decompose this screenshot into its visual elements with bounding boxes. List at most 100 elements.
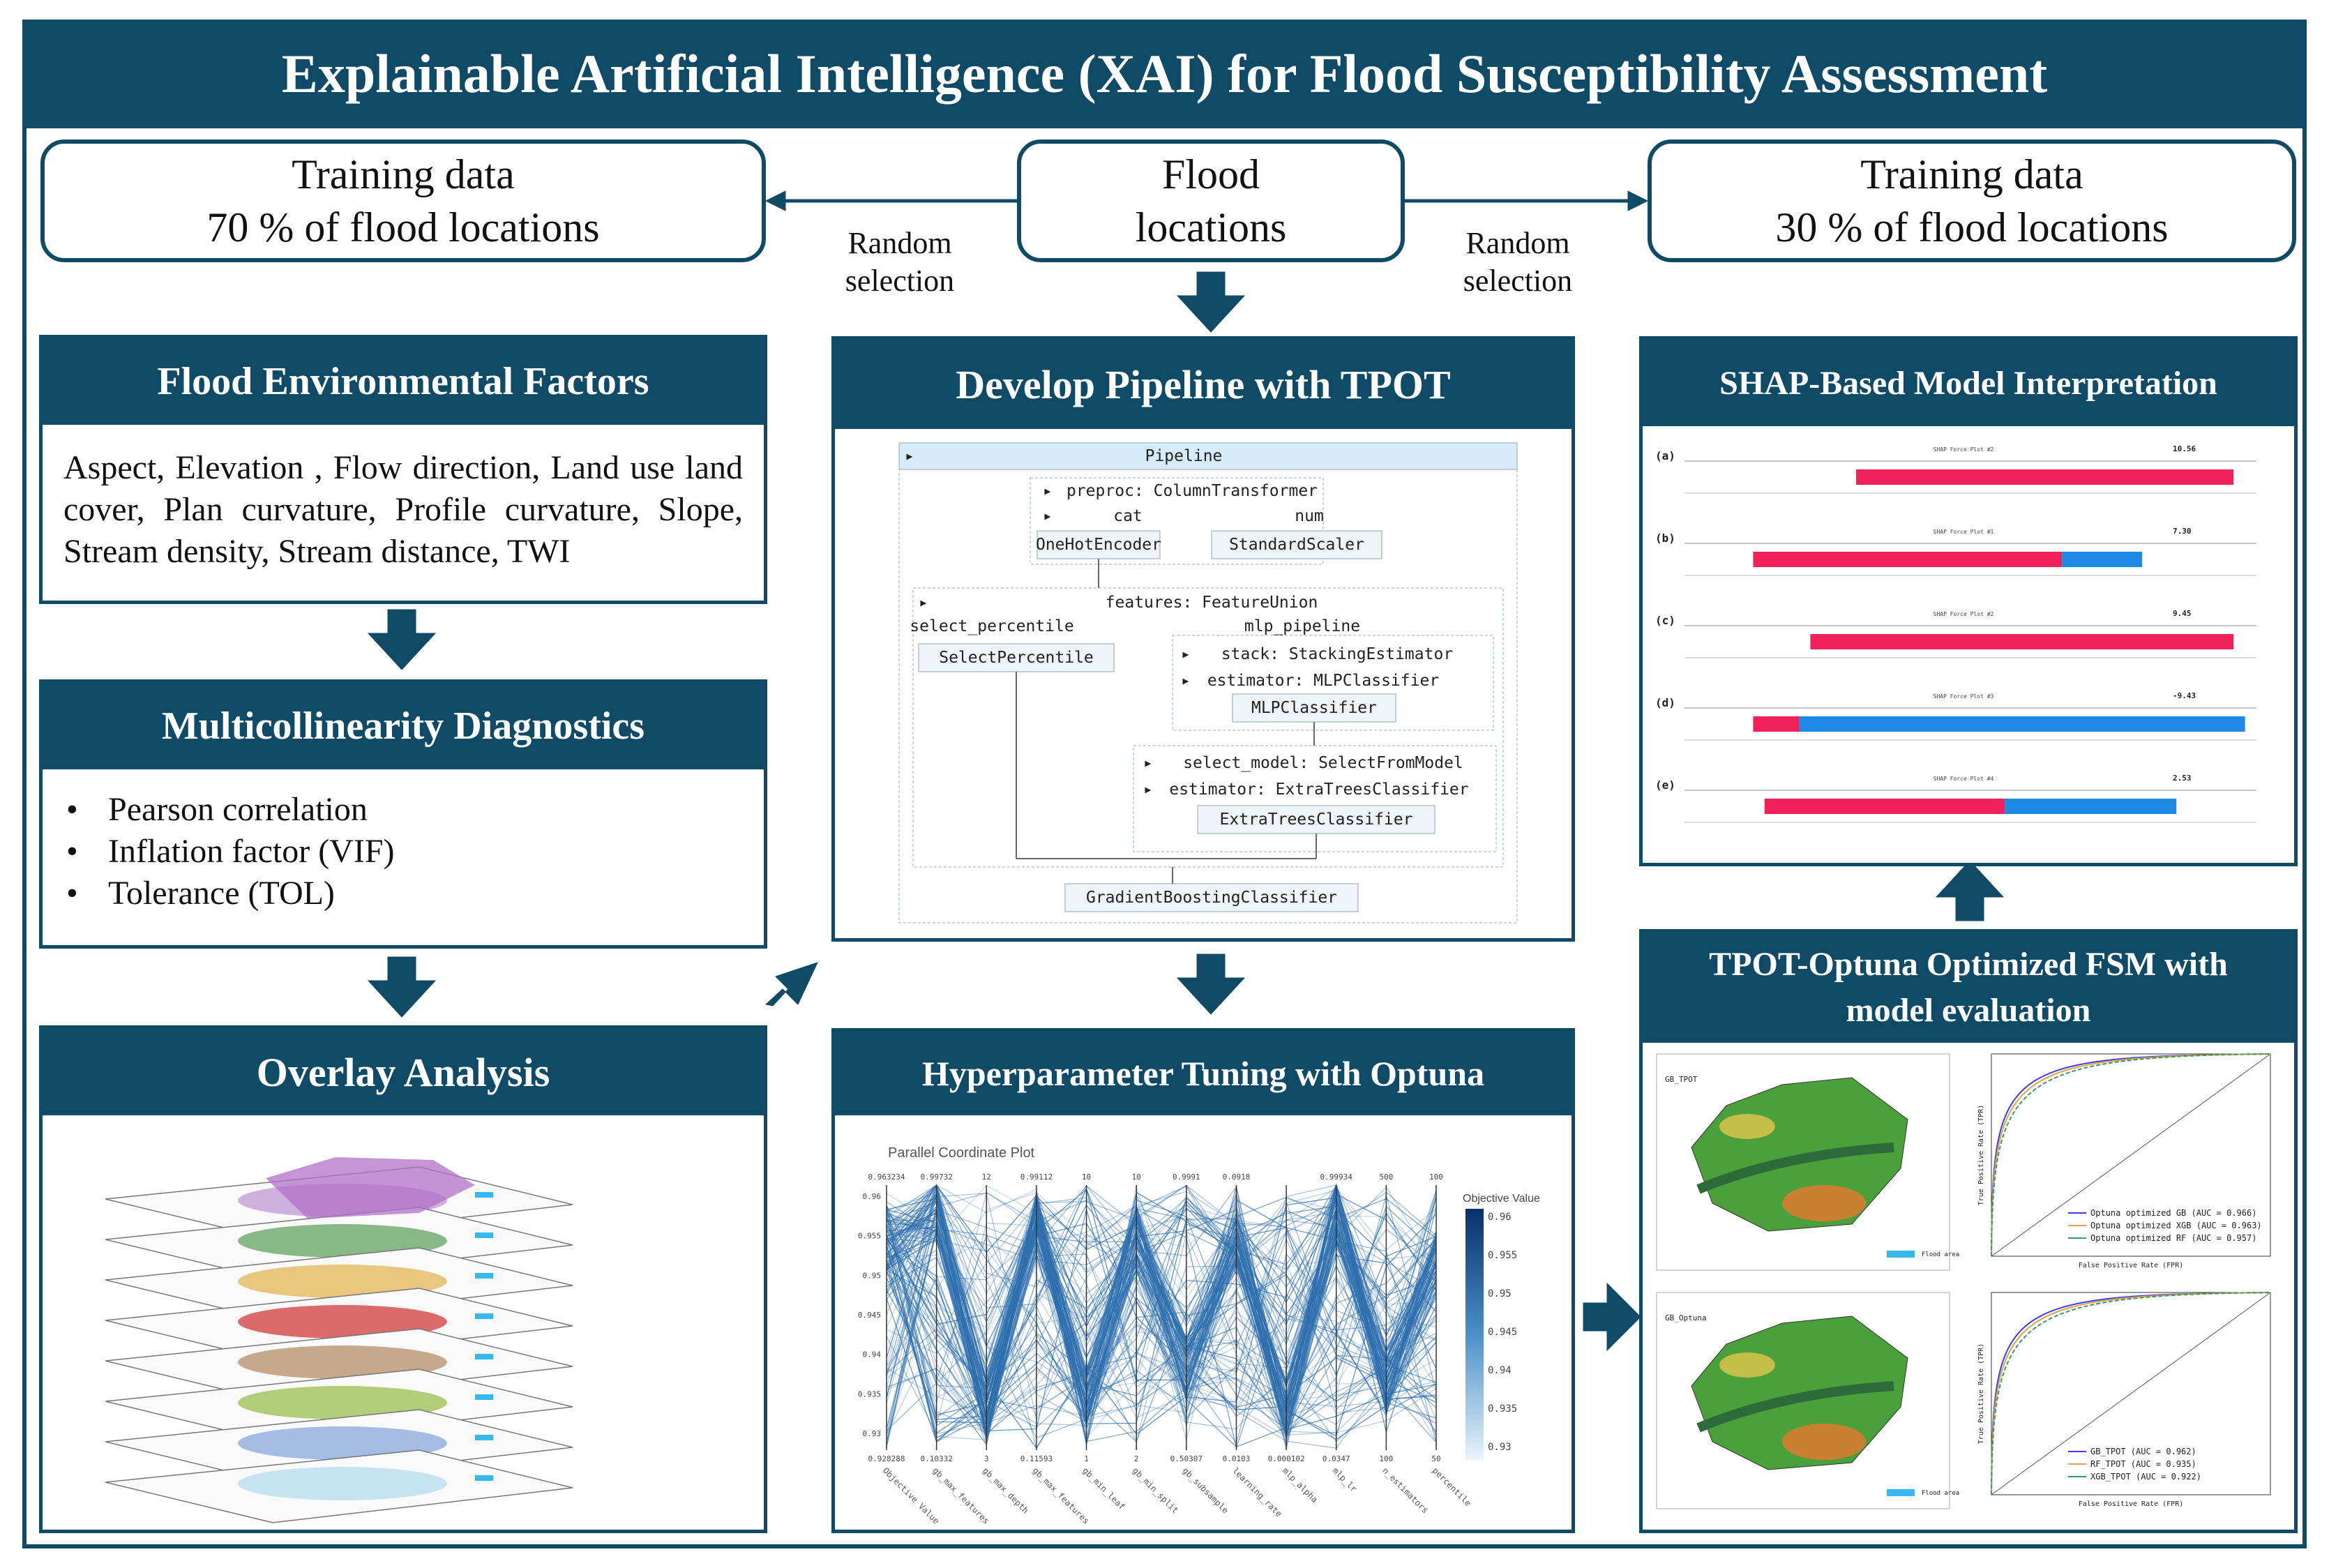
svg-text:▸: ▸ (1043, 482, 1053, 500)
roc-legend-entry: Optuna optimized GB (AUC = 0.966) (2090, 1208, 2256, 1218)
parallel-line (886, 1206, 1437, 1415)
parallel-line (886, 1226, 1437, 1441)
roc-diagonal (1991, 1053, 2271, 1257)
svg-text:▸: ▸ (1143, 754, 1153, 772)
flood-area-swatch (1887, 1489, 1915, 1496)
svg-text:▸: ▸ (1143, 781, 1153, 799)
map-layer-legend-swatch (475, 1354, 493, 1359)
shap-positive-bar (1764, 799, 2005, 814)
overlay-panel: Overlay Analysis (39, 1025, 767, 1533)
map-layer-legend-swatch (475, 1475, 493, 1481)
parallel-line (886, 1204, 1437, 1435)
axis-label: mlp_alpha (1281, 1465, 1320, 1505)
standard-scaler-node[interactable]: StandardScaler (1229, 536, 1364, 554)
shap-fx-value: 2.53 (2173, 774, 2192, 783)
select-percentile-node[interactable]: SelectPercentile (939, 649, 1094, 667)
axis-label: n_estimators (1380, 1465, 1430, 1515)
gradient-boosting-node[interactable]: GradientBoostingClassifier (1086, 889, 1337, 907)
roc-xlabel: False Positive Rate (FPR) (2079, 1500, 2184, 1508)
parallel-line (886, 1184, 1437, 1449)
training-30-line2: 30 % of flood locations (1775, 204, 2169, 250)
mlp-pipeline-label: mlp_pipeline (1244, 617, 1360, 635)
mlp-classifier-node[interactable]: MLPClassifier (1251, 699, 1377, 717)
axis-bottom-value: 2 (1134, 1454, 1139, 1463)
parallel-line (886, 1201, 1437, 1438)
map-layer-region (238, 1426, 447, 1460)
shap-positive-bar (1856, 469, 2234, 485)
objective-tick: 0.935 (858, 1389, 881, 1399)
objective-tick: 0.955 (858, 1232, 881, 1241)
pipeline-panel: Develop Pipeline with TPOT ▸ Pipeline ▸ … (831, 336, 1575, 942)
parallel-line (886, 1261, 1437, 1424)
map-layer-legend-swatch (475, 1273, 493, 1279)
objective-tick: 0.95 (863, 1271, 882, 1280)
objective-tick: 0.945 (858, 1311, 881, 1320)
pipeline-title: Develop Pipeline with TPOT (835, 340, 1571, 429)
map-layer-legend-swatch (475, 1313, 493, 1319)
axis-top-value: 500 (1379, 1173, 1393, 1182)
shap-fx-value: -9.43 (2173, 691, 2196, 700)
map-layer-region (238, 1224, 447, 1258)
axis-bottom-value: 0.0347 (1322, 1454, 1350, 1463)
axis-top-value: 12 (982, 1173, 991, 1182)
colorbar-tick: 0.94 (1488, 1365, 1512, 1376)
axis-label: learning_rate (1230, 1465, 1283, 1518)
parallel-line (886, 1184, 1437, 1443)
axis-top-value: 0.99934 (1320, 1173, 1353, 1182)
river-band (1696, 1143, 1894, 1194)
shap-plot-title: SHAP Force Plot #2 (1934, 611, 1994, 617)
axis-label: gb_max_depth (981, 1465, 1030, 1515)
axis-top-value: 100 (1429, 1173, 1443, 1182)
shap-panel: SHAP-Based Model Interpretation (a)SHAP … (1639, 336, 2298, 866)
axis-top-value: 0.99112 (1020, 1173, 1053, 1182)
axis-top-value: 0.963234 (868, 1173, 905, 1182)
axis-label: mlp_lr (1331, 1465, 1359, 1494)
flood-factors-text: Aspect, Elevation , Flow direction, Land… (63, 449, 743, 570)
training-data-30-box: Training data 30 % of flood locations (1648, 140, 2296, 262)
flood-line2: locations (1135, 204, 1287, 250)
parallel-line (886, 1187, 1437, 1421)
shap-fx-value: 10.56 (2173, 444, 2196, 453)
colorbar-tick: 0.96 (1488, 1212, 1512, 1223)
cat-label: cat (1113, 507, 1143, 525)
parallel-line (886, 1259, 1437, 1449)
flood-locations-box: Flood locations (1017, 140, 1405, 262)
optuna-title: Hyperparameter Tuning with Optuna (835, 1032, 1571, 1115)
shap-plot-title: SHAP Force Plot #2 (1934, 446, 1994, 453)
parallel-line (886, 1213, 1437, 1417)
shap-positive-bar (1753, 552, 2063, 567)
extra-trees-node[interactable]: ExtraTreesClassifier (1220, 811, 1413, 829)
pipeline-caret: ▸ (905, 447, 914, 465)
shap-plot-title: SHAP Force Plot #1 (1934, 529, 1994, 535)
parallel-line (886, 1183, 1437, 1427)
colorbar-tick: 0.935 (1488, 1403, 1517, 1415)
flood-factors-panel: Flood Environmental Factors Aspect, Elev… (39, 335, 767, 604)
map-bottom-label: GB_Optuna (1665, 1313, 1707, 1322)
colorbar-tick: 0.945 (1488, 1327, 1517, 1338)
shap-positive-bar (1810, 634, 2234, 649)
parallel-line (886, 1184, 1437, 1427)
onehot-encoder-node[interactable]: OneHotEncoder (1036, 536, 1161, 554)
axis-bottom-value: 0.000102 (1268, 1454, 1305, 1463)
parallel-line (886, 1222, 1437, 1419)
shap-panel-label: (e) (1655, 778, 1675, 792)
high-susceptibility-zone (1782, 1424, 1866, 1460)
axis-label: gb_min_leaf (1080, 1465, 1126, 1512)
fsm-maps-roc: Optuna optimized GB (AUC = 0.966)Optuna … (1656, 1053, 2271, 1509)
num-label: num (1295, 507, 1324, 525)
preproc-label: preproc: ColumnTransformer (1066, 482, 1318, 500)
medium-susceptibility-zone (1719, 1114, 1775, 1139)
colorbar (1465, 1209, 1484, 1460)
estimator-et-label: estimator: ExtraTreesClassifier (1169, 781, 1468, 799)
axis-top-value: 10 (1132, 1173, 1141, 1182)
axis-bottom-value: 0.10332 (920, 1454, 952, 1463)
training-70-line2: 70 % of flood locations (206, 204, 600, 250)
objective-tick: 0.94 (863, 1350, 882, 1359)
parallel-line (886, 1192, 1437, 1436)
shap-positive-bar (1753, 716, 1799, 732)
